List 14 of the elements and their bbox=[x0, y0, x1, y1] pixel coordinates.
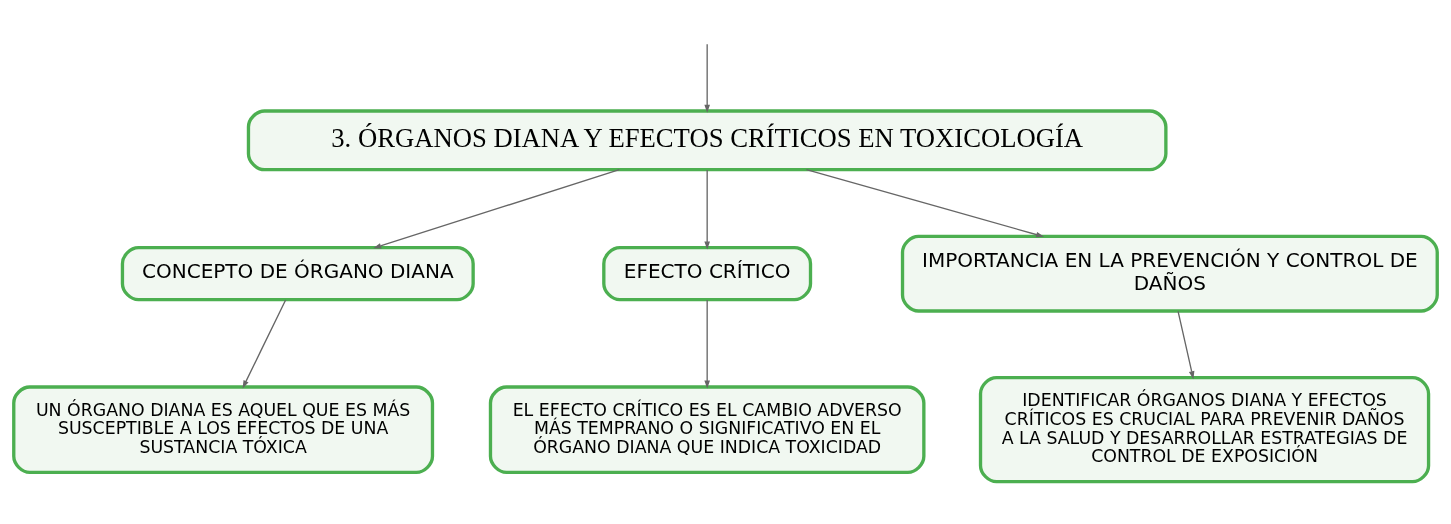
node-box: 3. ÓRGANOS DIANA Y EFECTOS CRÍTICOS EN TOXICOLOGÍA bbox=[246, 108, 1168, 171]
arrow bbox=[704, 43, 710, 113]
node-box: EFECTO CRÍTICO bbox=[602, 245, 813, 301]
node-box: CONCEPTO DE ÓRGANO DIANA bbox=[120, 245, 475, 301]
node-box: UN ÓRGANO DIANA ES AQUEL QUE ES MÁS SUSCEPTIBLE A LOS EFECTOS DE UNA SUSTANCIA TÓXICA bbox=[12, 384, 435, 474]
arrow bbox=[805, 168, 1045, 237]
arrow bbox=[704, 298, 710, 389]
node-box: EL EFECTO CRÍTICO ES EL CAMBIO ADVERSO MÁS TEMPRANO O SIGNIFICATIVO EN EL ÓRGANO DIANA QUE INDICA TOXICIDAD bbox=[488, 384, 926, 474]
node-box: IDENTIFICAR ÓRGANOS DIANA Y EFECTOS CRÍTICOS ES CRUCIAL PARA PREVENIR DAÑOS A LA SALUD Y DESARROLLAR ESTRATEGIAS DE CONTROL DE EXPOSICIÓN bbox=[978, 375, 1431, 483]
arrow bbox=[373, 168, 620, 248]
arrow bbox=[1177, 310, 1195, 379]
arrow bbox=[704, 168, 710, 250]
arrow bbox=[242, 298, 287, 388]
node-box: IMPORTANCIA EN LA PREVENCIÓN Y CONTROL DE DAÑOS bbox=[900, 234, 1439, 313]
